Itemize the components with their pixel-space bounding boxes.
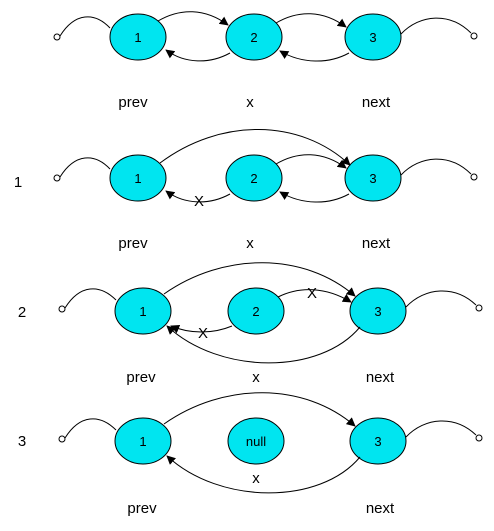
node-x xyxy=(227,287,285,335)
label-x: x xyxy=(246,94,254,111)
label-next: next xyxy=(366,369,395,386)
node-prev xyxy=(109,13,167,61)
step-number: 1 xyxy=(14,174,22,191)
row-step-3: 3 1 null 3 x prev next xyxy=(18,392,483,517)
head-end-point xyxy=(58,305,66,313)
node-prev xyxy=(114,287,172,335)
node-x-label: 2 xyxy=(250,171,257,186)
tail-link xyxy=(405,290,477,308)
node-x xyxy=(225,13,283,61)
link-prev-to-next xyxy=(163,262,356,297)
node-next xyxy=(344,13,402,61)
label-next: next xyxy=(362,94,391,111)
link-prev-to-next xyxy=(159,129,351,166)
node-next xyxy=(349,287,407,335)
node-next-label: 3 xyxy=(369,30,376,45)
link-x-to-prev xyxy=(170,324,233,334)
link-prev-to-x xyxy=(157,11,229,26)
label-x: x xyxy=(252,470,260,487)
node-next-label: 3 xyxy=(374,304,381,319)
cut-mark: X xyxy=(198,325,208,342)
row-step-2: 2 1 2 3 X X prev x next xyxy=(18,262,483,386)
node-x xyxy=(225,154,283,202)
node-x-label: 2 xyxy=(252,304,259,319)
node-prev-label: 1 xyxy=(139,434,146,449)
label-prev: prev xyxy=(118,94,148,111)
link-x-to-prev xyxy=(165,49,231,62)
head-link xyxy=(59,157,111,178)
head-end-point xyxy=(53,174,61,182)
tail-end-point xyxy=(475,434,483,442)
step-number: 3 xyxy=(18,433,26,450)
label-prev: prev xyxy=(127,500,157,517)
node-next-label: 3 xyxy=(369,171,376,186)
head-link xyxy=(59,16,111,37)
cut-mark: X xyxy=(307,285,317,302)
link-next-to-prev xyxy=(166,455,361,494)
tail-end-point xyxy=(470,32,478,40)
link-x-to-next xyxy=(275,154,347,169)
node-prev xyxy=(114,417,172,465)
link-x-to-prev xyxy=(165,190,231,203)
label-next: next xyxy=(362,235,391,252)
node-x-label: 2 xyxy=(250,30,257,45)
label-x: x xyxy=(246,235,254,252)
head-link xyxy=(64,418,117,439)
tail-end-point xyxy=(475,304,483,312)
node-prev-label: 1 xyxy=(134,171,141,186)
link-prev-to-next xyxy=(163,392,356,427)
tail-link xyxy=(405,420,477,438)
head-link xyxy=(64,288,117,309)
tail-link xyxy=(400,17,472,35)
tail-end-point xyxy=(470,173,478,181)
node-next-label: 3 xyxy=(374,434,381,449)
head-end-point xyxy=(58,435,66,443)
link-x-to-next xyxy=(275,13,347,28)
label-next: next xyxy=(366,500,395,517)
head-end-point xyxy=(53,33,61,41)
label-prev: prev xyxy=(118,235,148,252)
node-x-label: null xyxy=(246,434,266,449)
node-prev-label: 1 xyxy=(139,304,146,319)
tail-link xyxy=(400,158,472,176)
row-step-1: 1 1 2 3 X prev x next xyxy=(14,129,478,252)
link-next-to-x xyxy=(279,50,350,62)
link-next-to-prev xyxy=(166,325,361,364)
label-x: x xyxy=(252,369,260,386)
link-next-to-x xyxy=(279,191,350,203)
cut-mark: X xyxy=(194,193,204,210)
node-next xyxy=(344,154,402,202)
node-x-null xyxy=(227,417,285,465)
link-x-to-next xyxy=(277,289,352,303)
node-next xyxy=(349,417,407,465)
label-prev: prev xyxy=(126,369,156,386)
step-number: 2 xyxy=(18,304,26,321)
node-prev xyxy=(109,154,167,202)
node-prev-label: 1 xyxy=(134,30,141,45)
row-original: 1 2 3 prev x next xyxy=(53,11,478,111)
